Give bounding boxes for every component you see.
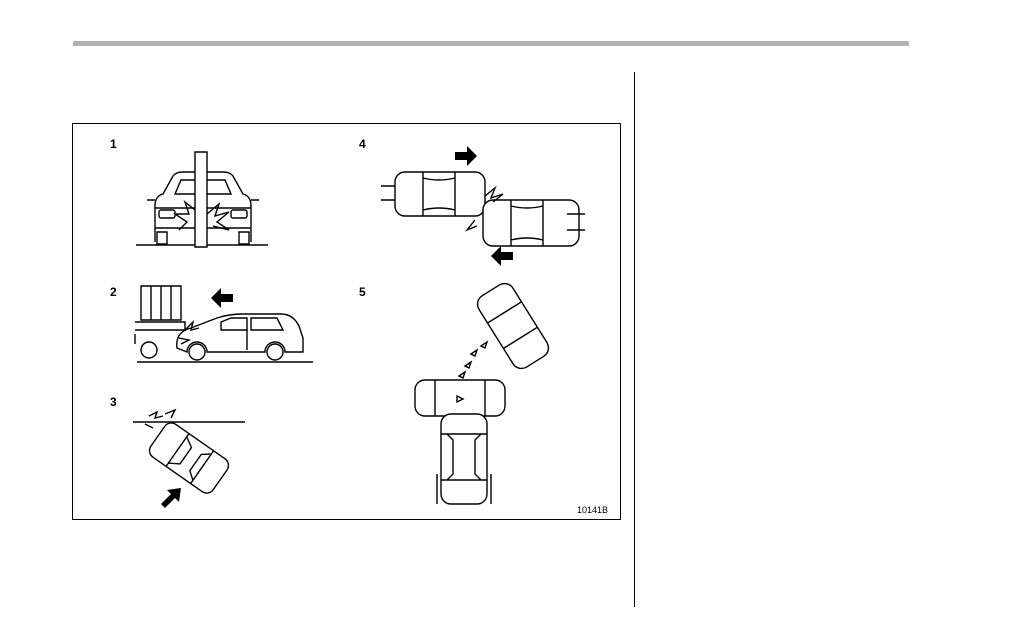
panel-number-1: 1: [110, 138, 117, 150]
header-rule: [73, 41, 909, 46]
collision-illustration: 1 2: [72, 123, 621, 520]
column-divider: [634, 72, 635, 607]
panel-5-side-collision: [409, 284, 559, 509]
panel-3-oblique-collision: [131, 408, 251, 508]
panel-1-pole-collision: [133, 148, 273, 248]
panel-number-4: 4: [359, 138, 366, 150]
panel-4-offset-collision: [379, 142, 589, 267]
panel-number-3: 3: [110, 396, 117, 408]
figure-code: 10141B: [577, 505, 608, 515]
panel-2-truck-collision: [135, 282, 315, 367]
panel-number-2: 2: [110, 286, 117, 298]
panel-number-5: 5: [359, 286, 366, 298]
